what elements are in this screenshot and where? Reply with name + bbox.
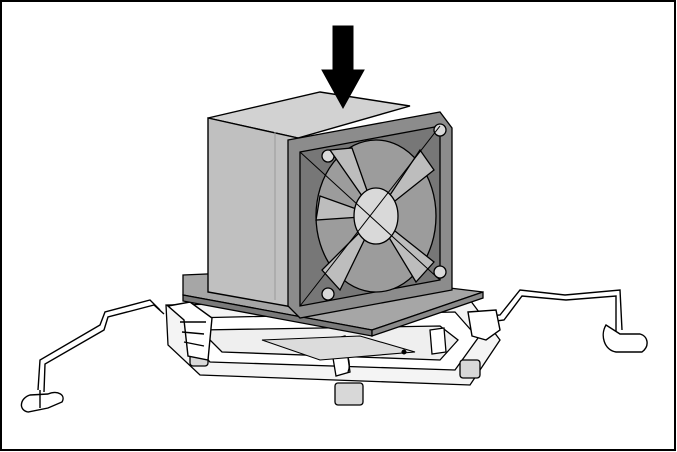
fan: [287, 111, 453, 319]
left-retention-clip: [20, 299, 213, 413]
processor-socket: [261, 335, 416, 361]
press-down-arrow: [321, 25, 365, 110]
right-retention-clip: [467, 289, 648, 353]
heatsink-fan-module: [207, 91, 411, 309]
